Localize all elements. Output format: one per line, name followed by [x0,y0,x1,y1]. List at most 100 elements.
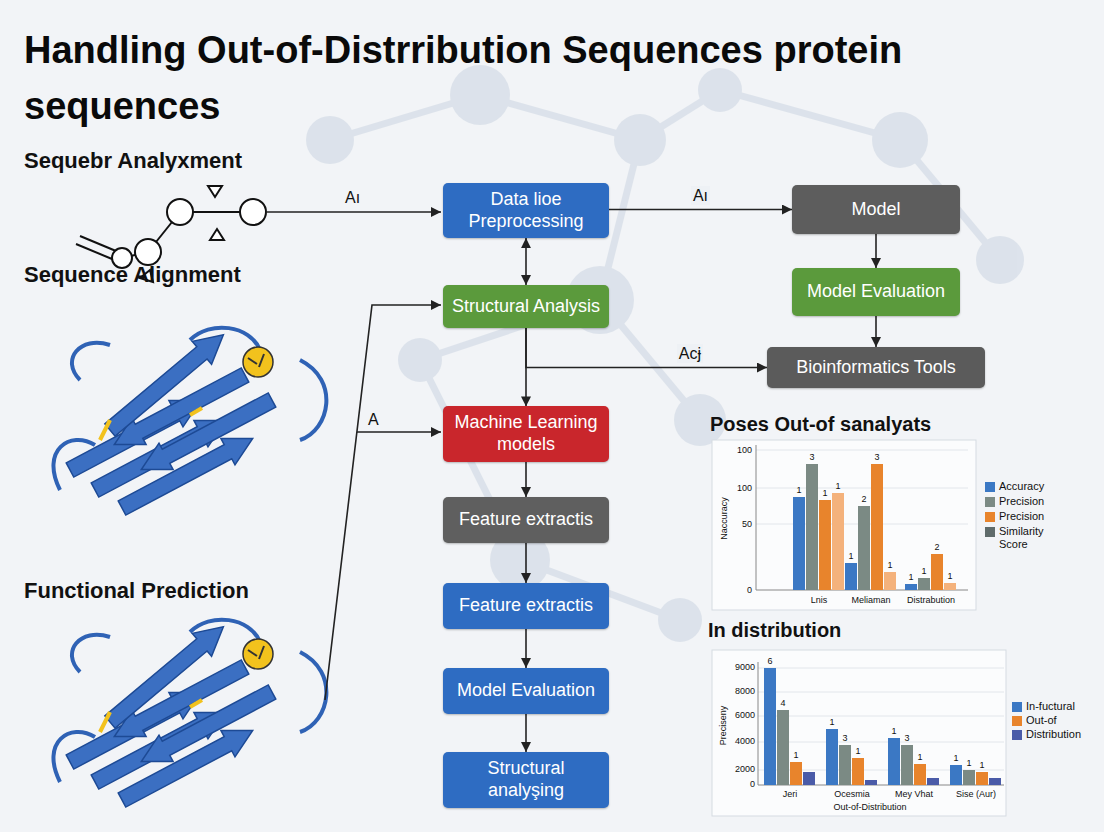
bar [927,778,939,785]
bar-value: 3 [904,733,909,744]
legend-swatch [1012,702,1022,712]
edge-label: Acɉ [677,344,703,363]
bar-value: 4 [780,698,785,709]
bar-value: 1 [908,572,913,583]
axis-title: Naccuracy [719,497,730,540]
legend-swatch [1012,716,1022,726]
molecule-atom [872,112,928,168]
legend-text: Precision [999,495,1044,508]
process-box: Structural Analysis [443,285,609,328]
node-text: Structural Analysis [451,296,601,318]
bar-value: 1 [829,717,834,728]
connector-arrow [875,316,877,347]
bar-value: 1 [848,551,853,562]
molecule-atom [450,65,510,125]
process-box: Model Evaluation [792,268,960,316]
tick-label: 100 [737,445,752,456]
process-box: Feature extractis [443,583,609,629]
process-box: Machine Learning models [443,406,609,461]
gridline [758,668,1004,669]
graph-node [167,199,193,225]
molecule-atom [398,338,442,382]
bar-value: 3 [874,452,879,463]
bar-value: 1 [835,481,840,492]
legend-entry: Precision [985,510,1044,523]
bar [852,758,864,785]
bar-value: 1 [953,753,958,764]
axis-title: Out-of-Distribution [833,802,906,813]
bar [858,506,870,590]
legend-text: Distribution [1026,728,1081,741]
bar [790,762,802,785]
bar [806,464,818,590]
leader-lines [266,212,441,700]
legend-swatch [1012,730,1022,740]
bar [944,583,956,590]
tick-label: 9000 [735,662,755,673]
bar [826,729,838,785]
bar-value: 1 [793,750,798,761]
bar-chart [712,650,1006,816]
section-heading: Functional Prediction [24,578,249,604]
bar [819,500,831,590]
bar [901,745,913,785]
bar [950,765,962,785]
tick-label: 0 [747,585,752,596]
connector-arrow [525,714,527,752]
legend-entry: Precision [985,495,1044,508]
category-label: Lnis [811,595,828,606]
bar [905,584,917,590]
gridline [756,488,968,489]
node-text: Model [800,199,952,221]
molecule-bond [720,90,900,140]
graph-node [240,199,266,225]
bar [832,493,844,590]
connector-arrow [526,328,767,368]
bar [839,745,851,785]
bar [963,770,975,785]
legend-swatch [985,497,995,507]
leader-arrow [357,431,441,433]
diagram-title: Handling Out-of-Distrribution Sequences … [24,22,984,134]
bar-value: 1 [822,488,827,499]
chart-title: In distribution [708,618,841,642]
bar-value: 2 [861,494,866,505]
legend-text: Accuracy [999,480,1044,493]
triangle-symbol [210,229,224,240]
graph-node [135,239,161,265]
molecule-atom [976,236,1024,284]
legend-entry: Similarity Score [985,525,1069,551]
connector-arrow [525,629,527,668]
tick-label: 2000 [735,764,755,775]
bar [803,772,815,785]
section-heading: Sequebr Analyxment [24,148,242,174]
bar [888,738,900,785]
node-text: Bioinformatics Tools [775,357,977,379]
bar [865,780,877,785]
bar-value: 1 [796,485,801,496]
legend-entry: Out-of [1012,714,1057,727]
category-label: Jeri [783,789,798,800]
bar [976,772,988,785]
category-label: Ocesmia [834,789,870,800]
gridline [758,692,1004,693]
legend-text: In-fuctural [1026,700,1075,713]
legend-text: Precision [999,510,1044,523]
axis-title: Preciseny [719,705,730,745]
gridline [758,742,1004,743]
node-text: Feature extractis [451,509,601,531]
bar-value: 3 [809,452,814,463]
protein-illustration [53,323,326,521]
graph-edge [76,244,112,259]
tick-label: 100 [737,483,752,494]
axis-line [756,445,757,590]
bar-chart [712,440,976,610]
process-box: Feature extractis [443,497,609,543]
process-box: Structural analyşing [443,752,609,808]
legend-swatch [985,512,995,522]
legend-text: Similarity Score [999,525,1069,551]
arrow-label: Aı [345,188,360,207]
node-text: Model Evaluation [451,680,601,702]
bar [871,464,883,590]
